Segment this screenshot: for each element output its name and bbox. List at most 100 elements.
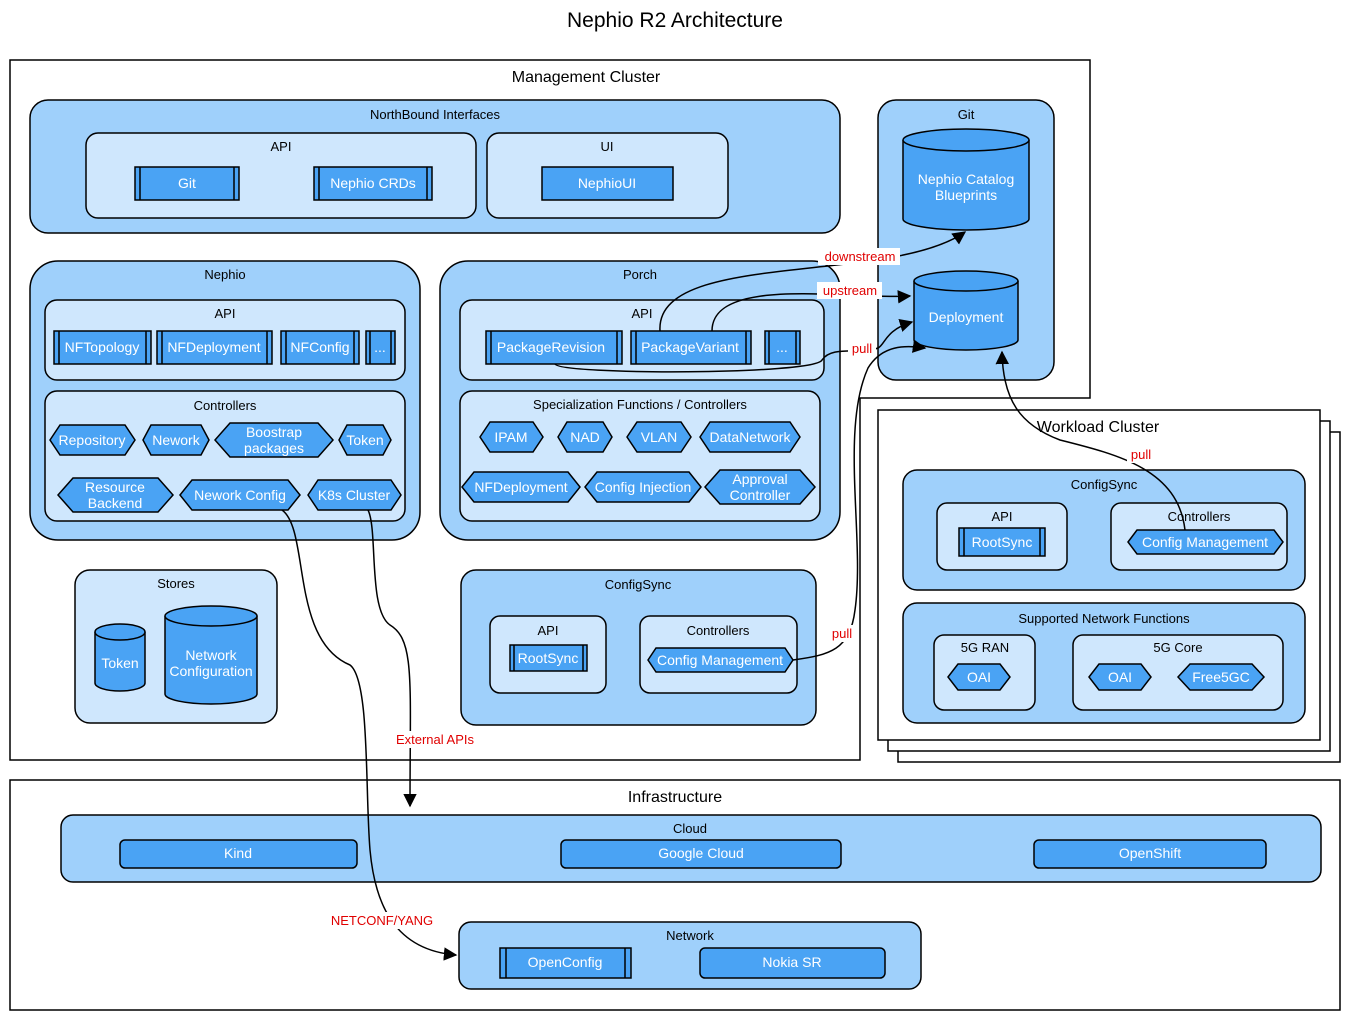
specialization-functions-label: Specialization Functions / Controllers: [533, 397, 747, 412]
svg-text:Free5GC: Free5GC: [1192, 669, 1250, 685]
svg-text:NFDeployment: NFDeployment: [474, 479, 567, 495]
k8s-cluster-controller-hex: K8s Cluster: [307, 479, 402, 511]
svg-text:Nework: Nework: [152, 432, 200, 448]
svg-text:OpenShift: OpenShift: [1119, 845, 1181, 861]
5g-core-group: [1072, 634, 1284, 711]
svg-text:VLAN: VLAN: [641, 429, 678, 445]
catalog-database-icon: Nephio Catalog Blueprints: [902, 128, 1030, 231]
svg-text:Google Cloud: Google Cloud: [658, 845, 744, 861]
svg-text:NFConfig: NFConfig: [290, 339, 349, 355]
approval-controller-function-hex: Approval Controller: [703, 469, 817, 505]
deployment-database-icon: Deployment: [913, 270, 1019, 351]
diagram-title: Nephio R2 Architecture: [567, 9, 783, 32]
svg-text:...: ...: [374, 339, 386, 355]
stores-label: Stores: [157, 576, 195, 591]
svg-text:RootSync: RootSync: [518, 650, 579, 666]
resource-backend-controller-hex: Resource Backend: [56, 477, 175, 513]
svg-text:Config Management: Config Management: [1142, 534, 1268, 550]
svg-text:OAI: OAI: [1108, 669, 1132, 685]
porch-api-label: API: [632, 306, 653, 321]
ui-nephioui-box: NephioUI: [541, 166, 674, 201]
upstream-edge: [711, 290, 912, 332]
svg-text:Configuration: Configuration: [169, 663, 252, 679]
packagevariant-box: PackageVariant: [630, 330, 752, 365]
svg-text:RootSync: RootSync: [972, 534, 1033, 550]
svg-text:Backend: Backend: [88, 495, 142, 511]
svg-text:Resource: Resource: [85, 479, 145, 495]
northbound-api-label: API: [271, 139, 292, 154]
workload-config-management-hex: Config Management: [1127, 529, 1284, 555]
nephio-controllers-label: Controllers: [194, 398, 257, 413]
git-label: Git: [958, 107, 975, 122]
nfdeployment-api-box: NFDeployment: [156, 330, 273, 365]
openshift-cloud-box: OpenShift: [1033, 839, 1267, 869]
svg-text:Token: Token: [101, 655, 138, 671]
api-nephio-crds-box: Nephio CRDs: [313, 166, 433, 201]
downstream-edge-label: downstream: [825, 249, 896, 264]
downstream-edge: [659, 231, 967, 332]
external-apis-label: External APIs: [396, 732, 475, 747]
mgmt-configsync-api-label: API: [538, 623, 559, 638]
5g-ran-label: 5G RAN: [961, 640, 1009, 655]
token-store-database-icon: Token: [94, 623, 146, 692]
boostrap-packages-controller-hex: Boostrap packages: [213, 422, 335, 458]
workload-configsync-label: ConfigSync: [1071, 477, 1138, 492]
svg-text:Deployment: Deployment: [929, 309, 1004, 325]
porch-label: Porch: [623, 267, 657, 282]
openconfig-box: OpenConfig: [499, 947, 632, 979]
svg-text:Nephio Catalog: Nephio Catalog: [918, 171, 1015, 187]
porch-pull-edge: [554, 318, 914, 373]
svg-text:Nework Config: Nework Config: [194, 487, 286, 503]
nokia-sr-box: Nokia SR: [699, 947, 886, 979]
mgmt-configsync-label: ConfigSync: [605, 577, 672, 592]
packagerevision-box: PackageRevision: [485, 330, 623, 365]
svg-text:PackageVariant: PackageVariant: [641, 339, 739, 355]
mgmt-configsync-pull-edge: [792, 339, 927, 661]
workload-configsync-controllers-label: Controllers: [1168, 509, 1231, 524]
ran-oai-hex: OAI: [947, 663, 1011, 691]
svg-text:Boostrap: Boostrap: [246, 424, 302, 440]
datanetwork-function-hex: DataNetwork: [699, 421, 801, 453]
nephio-label: Nephio: [204, 267, 245, 282]
api-git-box: Git: [134, 166, 240, 201]
svg-text:Nokia SR: Nokia SR: [762, 954, 821, 970]
svg-text:Token: Token: [346, 432, 383, 448]
svg-text:Config Injection: Config Injection: [595, 479, 692, 495]
nephio-api-more-box: ...: [365, 330, 396, 365]
svg-text:Network: Network: [185, 647, 237, 663]
ipam-function-hex: IPAM: [479, 421, 544, 453]
porch-api-more-box: ...: [764, 330, 801, 365]
mgmt-config-management-hex: Config Management: [647, 647, 794, 673]
workload-rootsync-box: RootSync: [958, 527, 1046, 557]
svg-text:NFTopology: NFTopology: [65, 339, 140, 355]
management-cluster-label: Management Cluster: [512, 69, 661, 86]
core-oai-hex: OAI: [1088, 663, 1152, 691]
cloud-label: Cloud: [673, 821, 707, 836]
external-apis-edge: [367, 509, 417, 808]
workload-pull-label: pull: [1131, 447, 1151, 462]
kind-cloud-box: Kind: [119, 839, 358, 869]
nephio-api-label: API: [215, 306, 236, 321]
upstream-edge-label: upstream: [823, 283, 877, 298]
svg-text:packages: packages: [244, 440, 304, 456]
mgmt-rootsync-box: RootSync: [509, 644, 588, 672]
svg-text:Repository: Repository: [59, 432, 126, 448]
network-configuration-database-icon: Network Configuration: [164, 605, 258, 705]
infrastructure-label: Infrastructure: [628, 789, 722, 806]
nfdeployment-function-hex: NFDeployment: [461, 471, 581, 503]
northbound-label: NorthBound Interfaces: [370, 107, 501, 122]
workload-pull-edge: [995, 350, 1186, 531]
svg-text:NAD: NAD: [570, 429, 600, 445]
svg-text:OAI: OAI: [967, 669, 991, 685]
mgmt-configsync-controllers-label: Controllers: [687, 623, 750, 638]
svg-text:Approval: Approval: [732, 471, 787, 487]
google-cloud-box: Google Cloud: [560, 839, 842, 869]
netconf-yang-label: NETCONF/YANG: [331, 913, 433, 928]
5g-core-label: 5G Core: [1153, 640, 1202, 655]
token-controller-hex: Token: [338, 424, 392, 456]
svg-text:K8s Cluster: K8s Cluster: [318, 487, 391, 503]
svg-text:PackageRevision: PackageRevision: [497, 339, 605, 355]
mgmt-pull-label: pull: [832, 626, 852, 641]
svg-text:...: ...: [776, 339, 788, 355]
